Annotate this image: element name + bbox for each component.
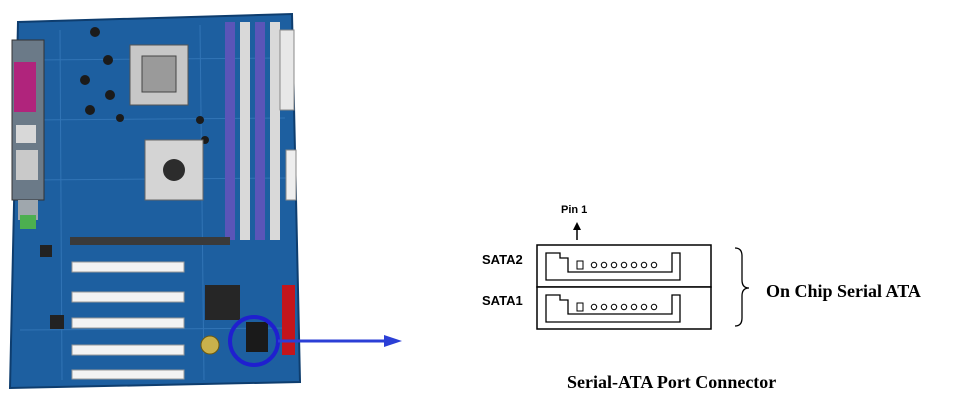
pointer-arrow-head [384, 335, 402, 347]
sata1-label: SATA1 [482, 293, 523, 308]
pin1-label: Pin 1 [561, 204, 587, 216]
pin1-arrow-head [573, 222, 581, 230]
diagram-caption: Serial-ATA Port Connector [567, 372, 776, 393]
sata2-label: SATA2 [482, 252, 523, 267]
curly-brace [735, 248, 749, 326]
sata2-connector [537, 245, 711, 287]
highlight-circle [230, 317, 278, 365]
sata1-connector [537, 287, 711, 329]
group-label: On Chip Serial ATA [766, 281, 921, 302]
